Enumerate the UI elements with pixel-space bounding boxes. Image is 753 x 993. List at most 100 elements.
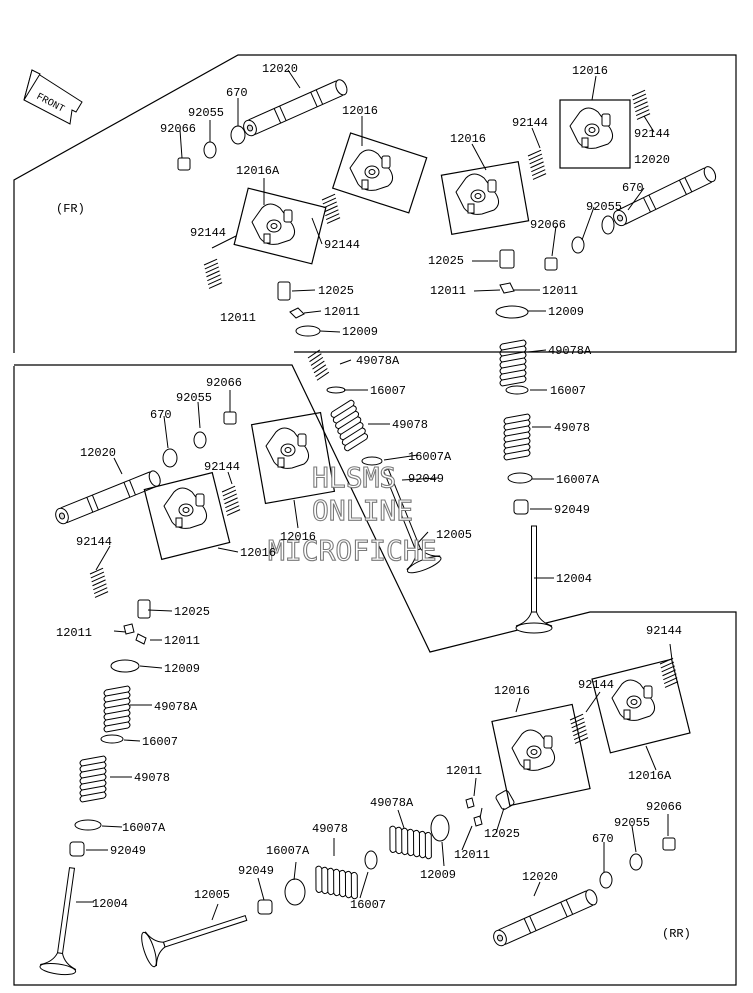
- front-cotter-12011: [289, 307, 305, 319]
- rear-o-ring-92055: [629, 853, 643, 871]
- callout-label: 12009: [548, 305, 584, 319]
- front-arrow-icon: FRONT: [23, 69, 83, 125]
- callout-label: 92055: [586, 200, 622, 214]
- front-spring-92144-a: [202, 258, 224, 289]
- callout-label: 12016A: [236, 164, 280, 178]
- rear-left-adjuster-12025: [137, 599, 151, 619]
- rear-left-rocker-box-a: [143, 471, 231, 561]
- callout-label: 92144: [190, 226, 226, 240]
- callout-label: 16007A: [408, 450, 452, 464]
- callout-label: 49078: [312, 822, 348, 836]
- front-spring-49078A: [306, 349, 331, 381]
- watermark-line-1: HLSMS: [312, 461, 396, 494]
- rear-rocker-arm-b: [611, 679, 656, 721]
- front-right-spring-92144-b: [526, 149, 548, 180]
- callout-label: 49078: [554, 421, 590, 435]
- front-right-spring-49078A: [499, 339, 527, 387]
- front-spring-92144-b: [320, 193, 342, 224]
- rear-left-cotter-12011-b: [135, 633, 147, 645]
- callout-label: 92055: [188, 106, 224, 120]
- front-right-seal-92049: [513, 499, 529, 515]
- section-label-front: (FR): [56, 202, 85, 216]
- rear-left-cotter-12011-a: [123, 623, 135, 635]
- front-right-rocker-box-b: [440, 160, 530, 236]
- front-rocker-box-b: [331, 132, 428, 214]
- front-spring-49078: [328, 398, 371, 453]
- front-right-o-ring-670: [601, 215, 615, 235]
- callout-label: 92066: [530, 218, 566, 232]
- callout-label: 12011: [56, 626, 92, 640]
- leader-lines: [76, 69, 673, 921]
- rear-left-seal-92049: [69, 841, 85, 857]
- callout-label: 92144: [204, 460, 240, 474]
- rear-retainer-12009: [430, 814, 450, 842]
- front-right-o-ring-92055: [571, 236, 585, 254]
- callout-label: 12011: [542, 284, 578, 298]
- rear-left-valve-12004: [38, 864, 91, 977]
- watermark: HLSMS ONLINE MICROFICHE: [267, 460, 437, 567]
- callout-label: 12016: [240, 546, 276, 560]
- callout-label: 92066: [646, 800, 682, 814]
- callout-label: 12011: [220, 311, 256, 325]
- callout-label: 12016: [494, 684, 530, 698]
- callout-label: 92066: [160, 122, 196, 136]
- rear-adjuster-12025: [495, 790, 515, 810]
- callout-label: 670: [150, 408, 172, 422]
- callout-label: 92049: [554, 503, 590, 517]
- front-right-rocker-shaft: [610, 164, 719, 229]
- callout-label: 12016: [342, 104, 378, 118]
- callout-label: 92144: [76, 535, 112, 549]
- rear-o-ring-670: [599, 871, 613, 889]
- callout-label: 92144: [646, 624, 682, 638]
- callout-label: 92049: [238, 864, 274, 878]
- rear-left-o-ring-670: [162, 448, 178, 468]
- callout-label: 92144: [634, 127, 670, 141]
- callout-label: 12011: [454, 848, 490, 862]
- callout-label: 12025: [174, 605, 210, 619]
- rear-rocker-box-a: [491, 703, 591, 807]
- callout-label: 12025: [484, 827, 520, 841]
- rear-left-seat-16007A: [74, 819, 102, 831]
- callout-label: 49078A: [154, 700, 198, 714]
- watermark-line-2: ONLINE: [312, 494, 413, 527]
- callout-label: 670: [226, 86, 248, 100]
- front-right-rocker-arm-b: [455, 173, 500, 215]
- callout-label: 16007: [550, 384, 586, 398]
- front-right-retainer-12009: [495, 305, 529, 319]
- rear-left-rocker-box-b: [250, 411, 336, 505]
- callout-label: 49078A: [548, 344, 592, 358]
- front-o-ring-92055: [203, 141, 217, 159]
- callout-label: 12005: [436, 528, 472, 542]
- rear-rocker-arm-a: [511, 729, 556, 771]
- front-right-seat-16007: [505, 385, 529, 395]
- callout-labels: 12020 670 92055 92066 12016 12016A 92144…: [56, 62, 682, 912]
- rear-cotter-12011-b: [473, 815, 483, 827]
- callout-label: 12020: [634, 153, 670, 167]
- callout-label: 12004: [92, 897, 128, 911]
- front-seat-16007A: [361, 456, 383, 466]
- callout-label: 12025: [428, 254, 464, 268]
- front-plug-92066: [177, 157, 191, 171]
- callout-label: 12020: [522, 870, 558, 884]
- rear-section-frame: [13, 364, 737, 986]
- rear-plug-92066: [662, 837, 676, 851]
- callout-label: 12020: [80, 446, 116, 460]
- rear-left-spring-49078: [79, 755, 107, 803]
- callout-label: 12004: [556, 572, 592, 586]
- front-right-seat-16007A: [507, 472, 533, 484]
- rear-rocker-shaft: [490, 887, 600, 949]
- callout-label: 12020: [262, 62, 298, 76]
- rear-left-spring-49078A: [103, 685, 131, 733]
- callout-label: 12011: [430, 284, 466, 298]
- callout-label: 12009: [420, 868, 456, 882]
- callout-label: 16007A: [122, 821, 166, 835]
- front-right-spring-49078: [503, 413, 531, 461]
- rear-left-seat-16007: [100, 734, 124, 744]
- callout-label: 92049: [110, 844, 146, 858]
- callout-label: 92055: [176, 391, 212, 405]
- callout-label: 49078: [134, 771, 170, 785]
- rear-rocker-box-b: [591, 658, 691, 754]
- callout-label: 12016: [280, 530, 316, 544]
- rear-spring-92144-b: [658, 657, 680, 688]
